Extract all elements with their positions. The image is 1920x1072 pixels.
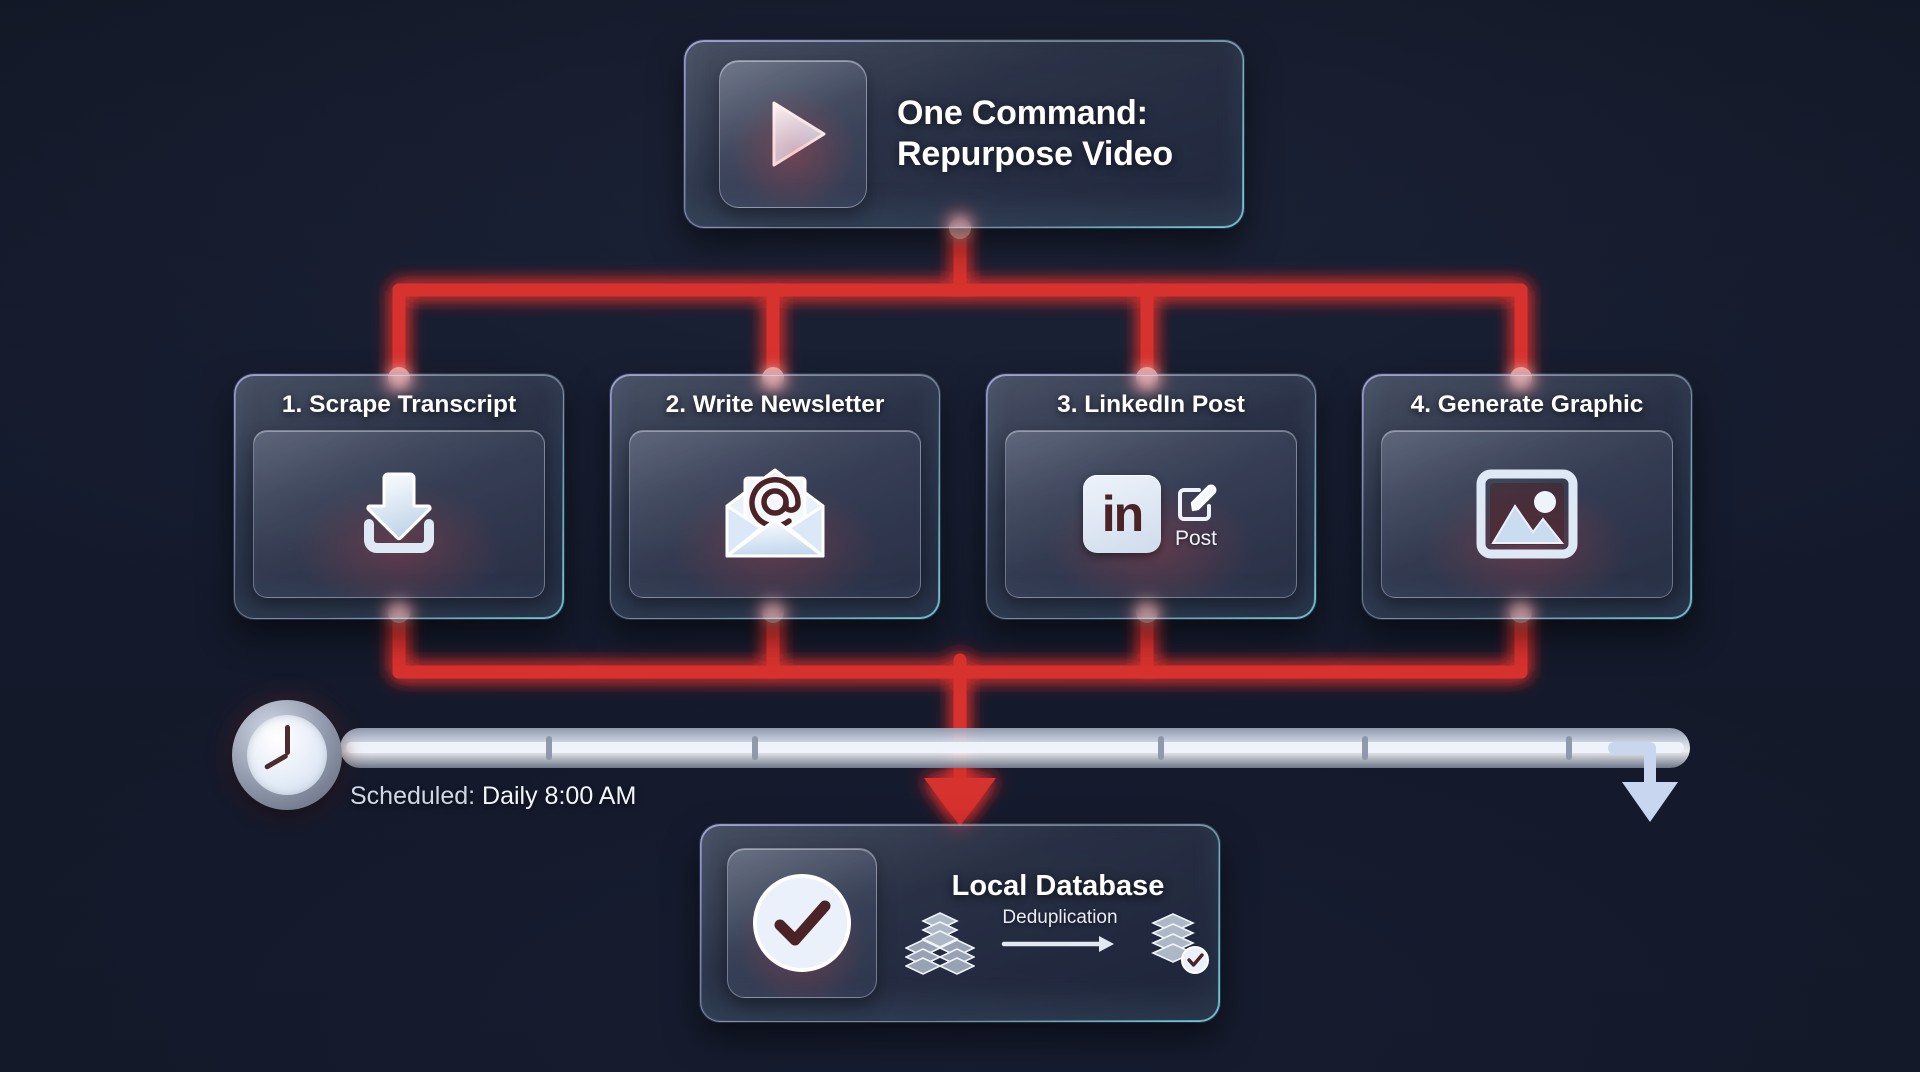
step-title: 1. Scrape Transcript <box>281 391 517 418</box>
download-icon <box>364 472 434 553</box>
step-card-generate-graphic[interactable]: 4. Generate Graphic <box>1362 374 1692 619</box>
step-title: 3. LinkedIn Post <box>1057 391 1245 418</box>
timeline-tick <box>752 736 758 760</box>
timeline-tick <box>1362 736 1368 760</box>
timeline-tick <box>546 736 552 760</box>
database-checked-icon <box>1151 912 1209 974</box>
timeline-row <box>0 700 1920 820</box>
step-icon-panel: in Post <box>1005 430 1297 598</box>
step-title: 4. Generate Graphic <box>1410 391 1644 418</box>
step-icon-panel <box>253 430 545 598</box>
database-title: Local Database <box>951 869 1165 902</box>
step-card-linkedin-post[interactable]: 3. LinkedIn Post in Post <box>986 374 1316 619</box>
local-database-card[interactable]: Local Database <box>700 824 1220 1022</box>
deduplication-row: Deduplication <box>905 907 1211 977</box>
check-circle-icon <box>753 874 851 972</box>
step-icon-panel <box>629 430 921 598</box>
timeline-track <box>340 728 1690 822</box>
schedule-prefix: Scheduled: <box>350 782 483 810</box>
schedule-value: Daily 8:00 AM <box>482 782 637 810</box>
top-command-card[interactable]: One Command: Repurpose Video <box>684 40 1244 228</box>
schedule-text: Scheduled: Daily 8:00 AM <box>350 782 636 811</box>
email-at-icon <box>725 468 825 558</box>
top-card-title: One Command: Repurpose Video <box>897 93 1173 176</box>
check-circle-icon-tile <box>727 848 877 998</box>
timeline-tick <box>1158 736 1164 760</box>
step-title: 2. Write Newsletter <box>665 391 885 418</box>
top-card-title-line1: One Command: <box>897 93 1148 132</box>
linkedin-icon: in <box>1083 475 1161 553</box>
linkedin-post-label: Post <box>1174 526 1218 550</box>
play-icon <box>772 101 826 167</box>
timeline-tick <box>1566 736 1572 760</box>
image-icon <box>1476 469 1578 559</box>
compose-icon <box>1178 484 1217 521</box>
arrow-down-icon <box>1622 782 1678 822</box>
database-stacks-icon <box>905 911 975 975</box>
arrow-right-icon <box>1001 935 1114 952</box>
step-card-write-newsletter[interactable]: 2. Write Newsletter <box>610 374 940 619</box>
step-icon-panel <box>1381 430 1673 598</box>
clock-icon <box>232 700 342 810</box>
linkedin-badge-text: in <box>1101 486 1144 542</box>
step-card-scrape-transcript[interactable]: 1. Scrape Transcript <box>234 374 564 619</box>
play-icon-tile <box>719 60 867 208</box>
deduplication-label: Deduplication <box>1002 906 1118 928</box>
top-card-title-line2: Repurpose Video <box>897 135 1173 173</box>
